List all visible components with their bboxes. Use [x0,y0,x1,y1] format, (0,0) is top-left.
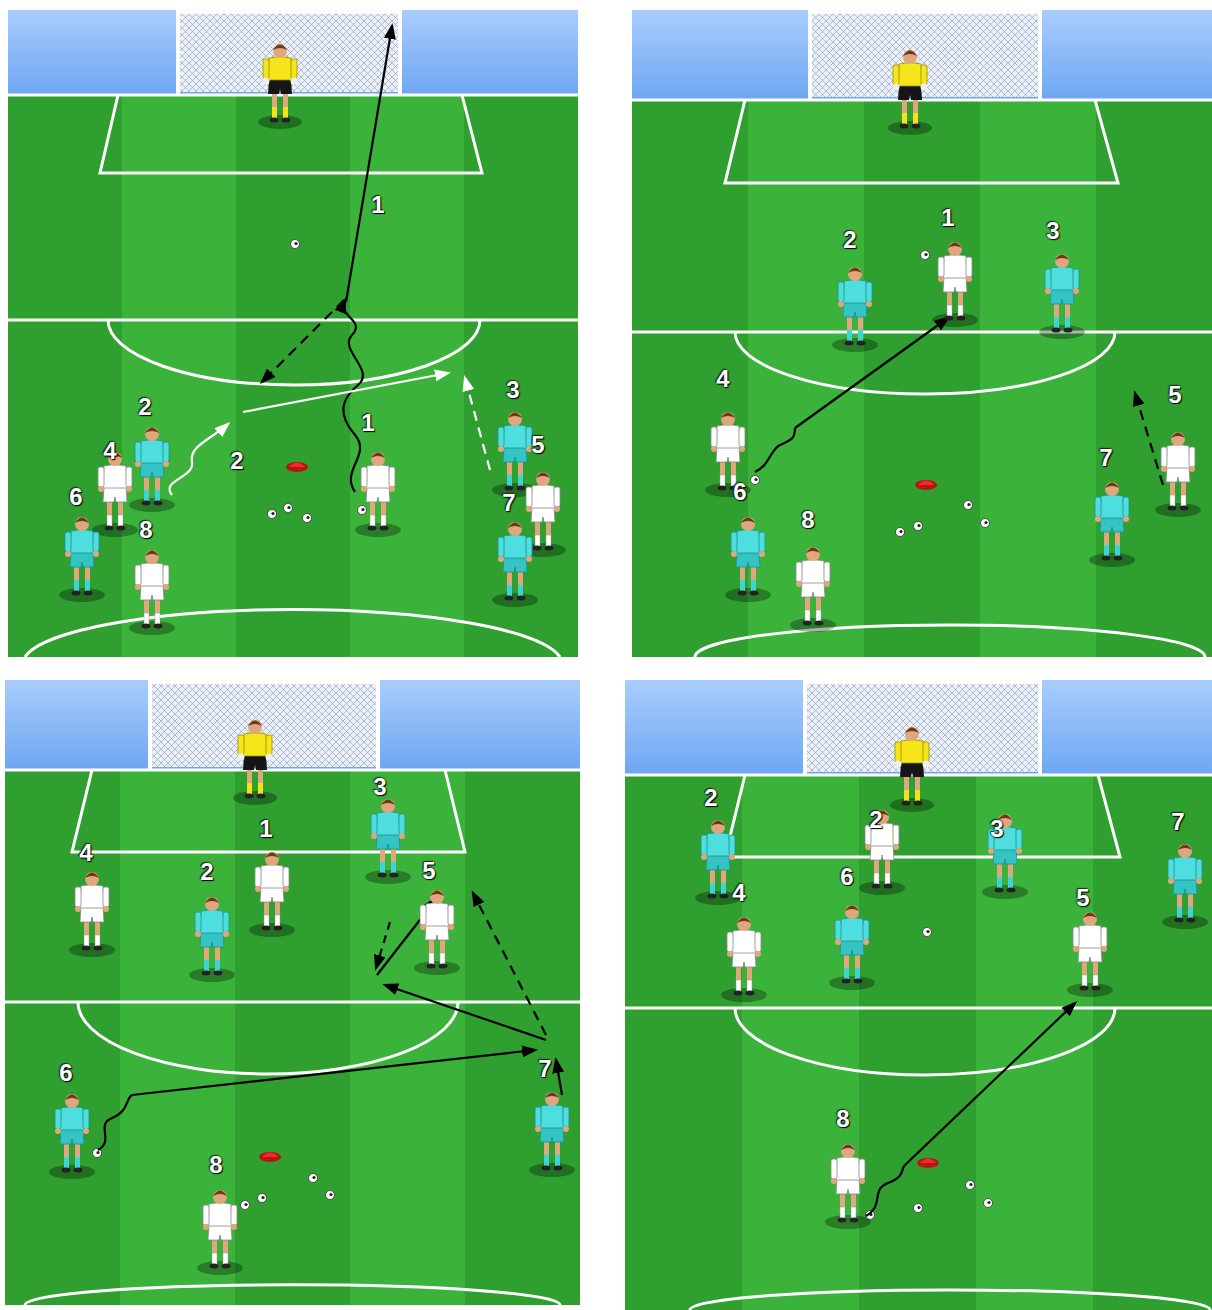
callout-number: 4 [732,881,745,905]
pitch-panel [625,680,1212,1310]
callout-number: 2 [138,395,151,419]
callout-number: 5 [422,859,435,883]
callout-number: 8 [801,508,814,532]
callout-number: 5 [531,433,544,457]
callout-number: 3 [506,378,519,402]
callout-number: 3 [1046,219,1059,243]
callout-number: 6 [59,1061,72,1085]
callout-number: 6 [840,865,853,889]
callout-number: 3 [990,817,1003,841]
callout-number: 5 [1168,383,1181,407]
callout-number: 4 [716,367,729,391]
callout-number: 7 [1171,810,1184,834]
movement-arrows [98,26,1163,1216]
pitch-panel [5,680,580,1305]
callout-number: 6 [733,480,746,504]
callout-number: 5 [1076,886,1089,910]
pitch-panel [8,10,578,657]
callout-number: 1 [941,206,954,230]
callout-number: 2 [869,808,882,832]
equipment [93,240,993,1220]
callout-number: 4 [103,439,116,463]
callout-number: 8 [139,518,152,542]
callout-number: 7 [502,491,515,515]
callout-number: 2 [704,786,717,810]
callout-number: 2 [843,228,856,252]
callout-number: 7 [538,1057,551,1081]
pitch-panel [632,10,1212,657]
callout-number: 2 [200,860,213,884]
callout-number: 8 [209,1153,222,1177]
players [49,44,1208,1275]
callout-number: 1 [371,193,384,217]
callout-number: 1 [361,411,374,435]
callout-number: 8 [836,1107,849,1131]
callout-number: 2 [230,449,243,473]
callout-number: 7 [1099,446,1112,470]
callout-number: 1 [259,817,272,841]
callout-number: 4 [79,841,92,865]
callout-number: 6 [69,485,82,509]
callout-number: 3 [373,775,386,799]
